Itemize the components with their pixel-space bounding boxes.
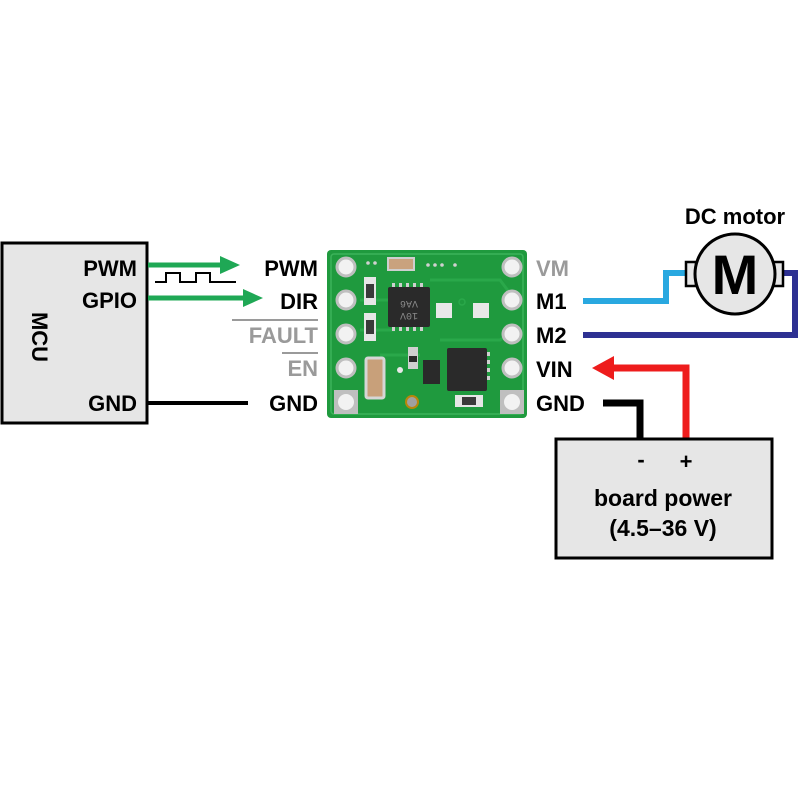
vin-wire — [612, 364, 690, 440]
pwm-square-wave-icon — [155, 272, 236, 283]
dir-signal-arrow — [148, 289, 263, 307]
ic-marking-line-2: 10V — [400, 309, 418, 320]
mcu-pin-gnd: GND — [88, 391, 137, 416]
pin-hole — [501, 256, 523, 278]
mcu-pin-gpio: GPIO — [82, 288, 137, 313]
pin-hole — [338, 394, 354, 410]
dc-motor: DC motor M — [684, 204, 786, 316]
power-supply-title: board power — [594, 485, 732, 511]
pin-hole — [335, 289, 357, 311]
power-minus-terminal: - — [637, 447, 644, 472]
left-pin-holes — [334, 256, 358, 414]
driver-pin-fault: FAULT — [249, 323, 319, 348]
pin-hole — [501, 289, 523, 311]
power-supply-box — [554, 437, 774, 560]
driver-pin-gnd-right: GND — [536, 391, 585, 416]
solder-pad — [436, 303, 452, 318]
mcu-block: MCU PWM GPIO GND — [0, 241, 149, 425]
driver-board: VA6 10V — [327, 250, 527, 418]
pin-hole — [335, 357, 357, 379]
driver-pin-m1: M1 — [536, 289, 567, 314]
m2-wire — [583, 270, 798, 338]
driver-pin-vin: VIN — [536, 357, 573, 382]
driver-pin-vm: VM — [536, 256, 569, 281]
motor-symbol: M — [712, 243, 759, 306]
solder-pad — [473, 303, 489, 318]
power-supply-range: (4.5–36 V) — [609, 515, 716, 541]
gnd-wire-right — [603, 399, 644, 440]
regulator-ic — [447, 348, 487, 391]
power-plus-terminal: + — [680, 449, 693, 474]
pin-hole — [501, 323, 523, 345]
mcu-box — [0, 241, 149, 425]
driver-pin-pwm: PWM — [264, 256, 318, 281]
dir-arrowhead-icon — [243, 289, 263, 307]
motor-circle-icon — [693, 232, 777, 316]
transistor — [423, 360, 440, 384]
ic-marking-line-1: VA6 — [400, 297, 418, 308]
driver-pin-dir: DIR — [280, 289, 318, 314]
motor-title: DC motor — [685, 204, 786, 229]
pwm-arrowhead-icon — [220, 256, 240, 274]
pin-hole — [501, 357, 523, 379]
right-pin-holes — [500, 256, 524, 414]
pwm-signal-arrow — [148, 256, 240, 274]
driver-pin-en: EN — [287, 356, 318, 381]
driver-pin-gnd-left: GND — [269, 391, 318, 416]
vin-arrowhead-icon — [592, 356, 614, 380]
power-supply: - + board power (4.5–36 V) — [554, 437, 774, 560]
capacitor-large — [364, 356, 386, 400]
driver-pin-m2: M2 — [536, 323, 567, 348]
via — [405, 395, 419, 409]
m1-wire — [583, 270, 688, 304]
capacitor-top — [387, 257, 415, 271]
pin-hole — [335, 323, 357, 345]
pin-hole — [335, 256, 357, 278]
driver-ic: VA6 10V — [388, 283, 430, 331]
mcu-pin-pwm: PWM — [83, 256, 137, 281]
mcu-title: MCU — [27, 312, 52, 362]
pin-hole — [504, 394, 520, 410]
